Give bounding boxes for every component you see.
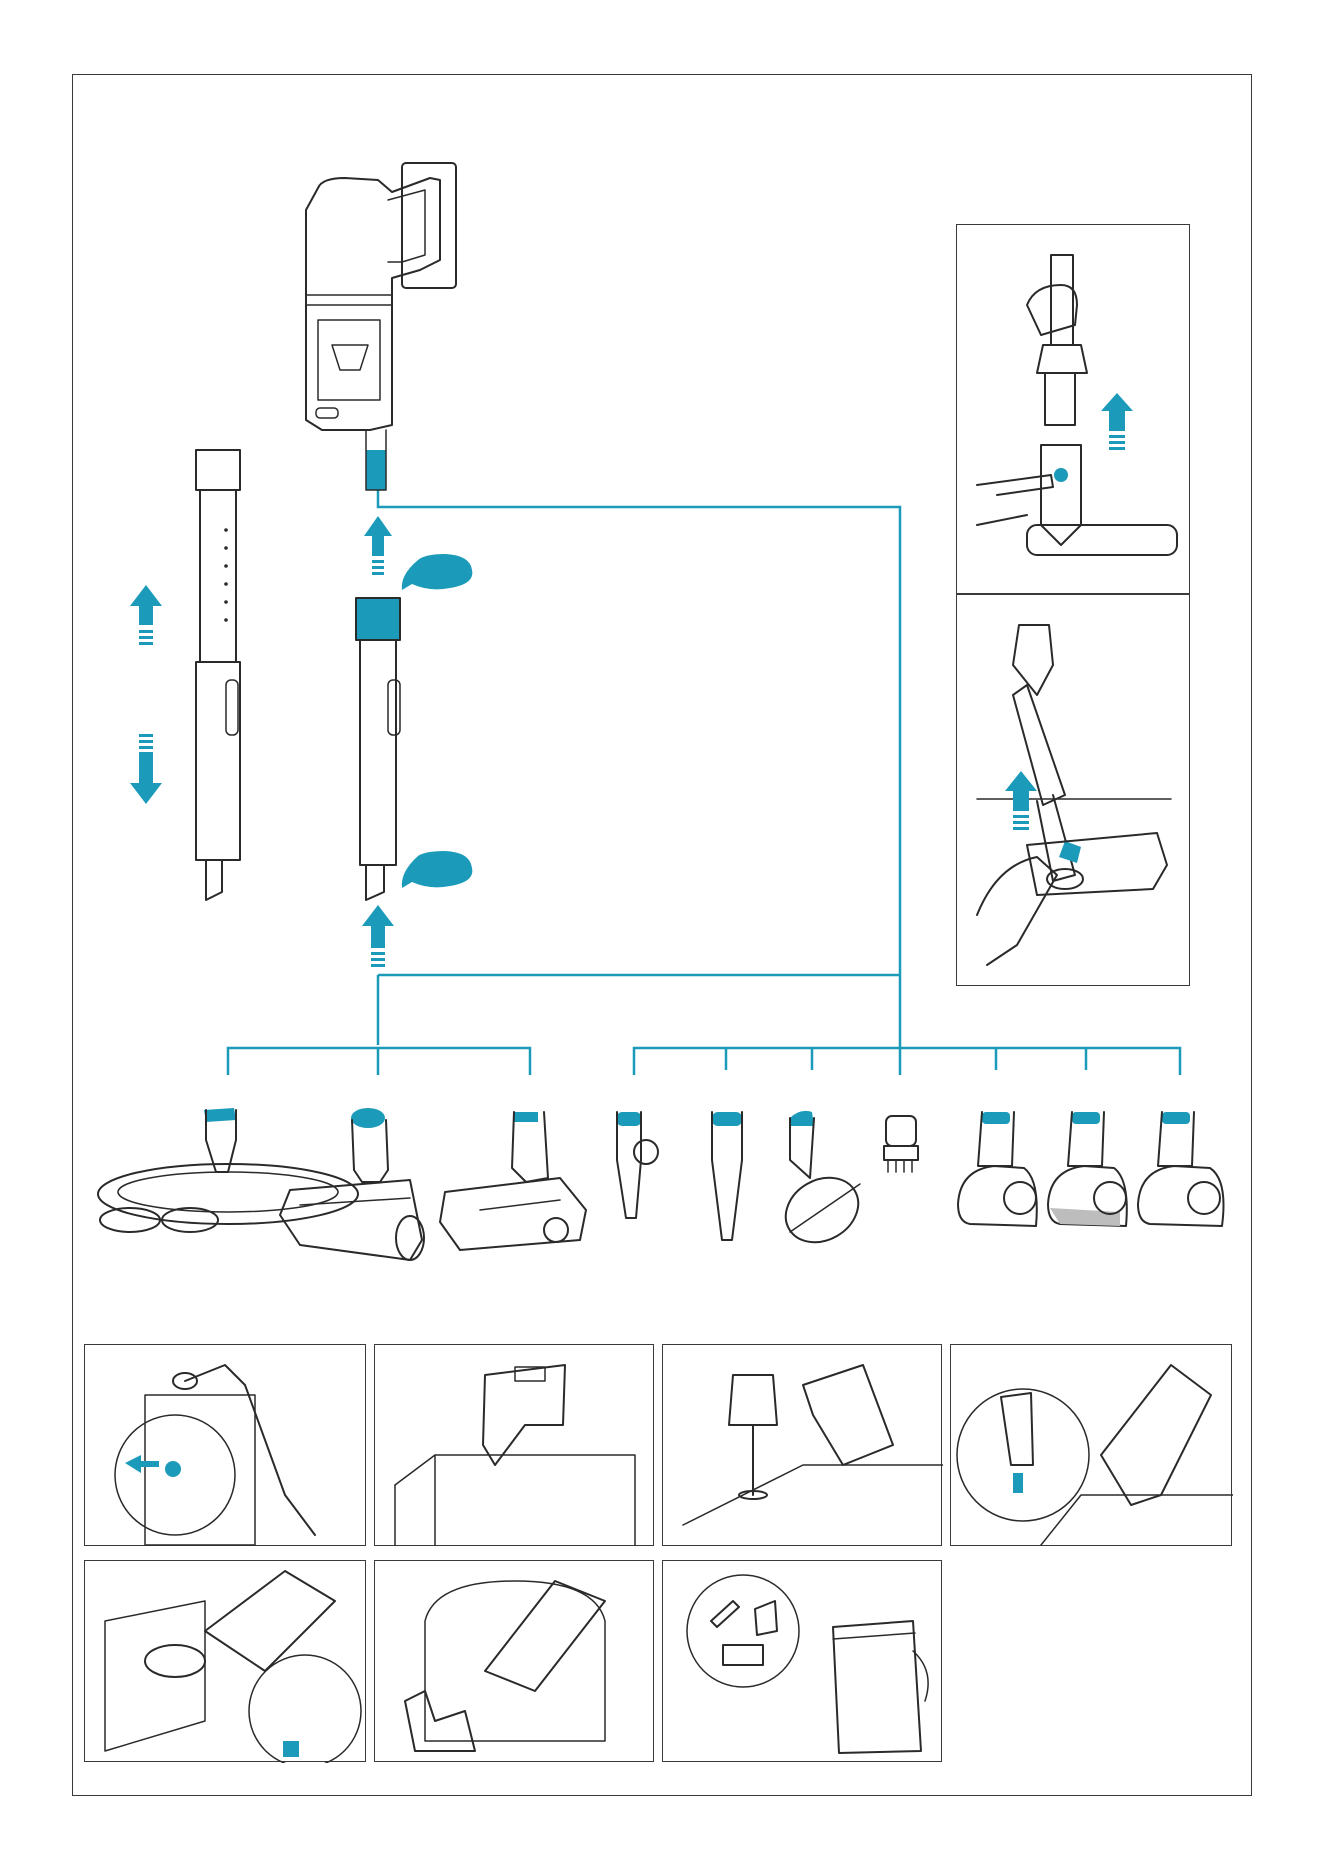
- arrow-up-to-tube-icon: [362, 905, 394, 967]
- detail-panel-attach-tube: [956, 594, 1190, 986]
- attach-tube-illustration: [957, 595, 1191, 987]
- mini-motor-head-2: [1048, 1112, 1127, 1226]
- telescopic-tube: [196, 450, 240, 900]
- armchair-pet-illustration: [375, 1561, 655, 1763]
- mop-head: [98, 1108, 358, 1232]
- usage-panel-wall-mount: [950, 1344, 1232, 1546]
- storage-bag-illustration: [663, 1561, 943, 1763]
- high-shelf-illustration: [85, 1345, 367, 1547]
- handheld-vacuum: [306, 163, 456, 490]
- mini-motor-head-1: [958, 1112, 1037, 1226]
- usage-panel-storage-bag: [662, 1560, 942, 1762]
- extension-tube: [356, 598, 400, 900]
- usage-panel-lamp: [662, 1344, 942, 1546]
- mattress-illustration: [85, 1561, 367, 1763]
- sofa-illustration: [375, 1345, 655, 1547]
- motorized-brush-head: [280, 1108, 424, 1260]
- release-head-illustration: [957, 225, 1191, 595]
- usage-panel-armchair-pet: [374, 1560, 654, 1762]
- detail-panel-release-head: [956, 224, 1190, 594]
- mini-motor-head-3: [1138, 1112, 1224, 1226]
- extend-arrows-icon: [130, 585, 162, 804]
- usage-panel-sofa: [374, 1344, 654, 1546]
- usage-panel-high-shelf: [84, 1344, 366, 1546]
- arrow-up-to-handheld-icon: [364, 516, 392, 575]
- crevice-tool: [617, 1112, 658, 1218]
- soft-roller-head: [440, 1112, 586, 1250]
- lamp-illustration: [663, 1345, 943, 1547]
- narrow-crevice-tool: [712, 1112, 742, 1240]
- usage-panel-mattress: [84, 1560, 366, 1762]
- wall-mount-illustration: [951, 1345, 1233, 1547]
- dusting-brush: [774, 1111, 870, 1255]
- mini-brush: [884, 1116, 918, 1172]
- speech-bubble-bottom-icon: [402, 851, 473, 888]
- speech-bubble-top-icon: [402, 554, 473, 590]
